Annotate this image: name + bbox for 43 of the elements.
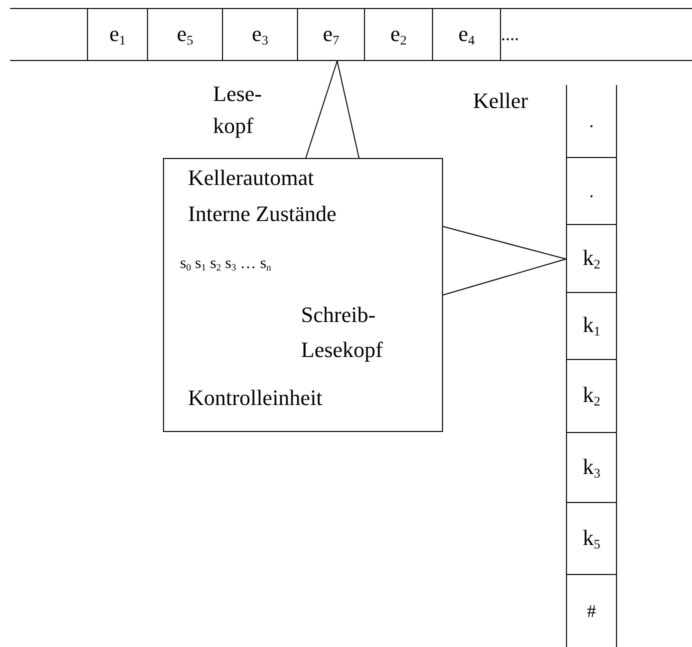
stack-cell: [566, 225, 617, 293]
stack-cell: [566, 360, 617, 433]
box-text: Kellerautomat: [188, 165, 314, 191]
head-line: [305, 60, 338, 158]
stack-symbol: k$_{2}$: [582, 244, 600, 272]
tape-symbol: ....: [501, 24, 519, 45]
box-text: Schreib- Lesekopf: [301, 301, 384, 364]
stack-cell: [566, 503, 617, 575]
box-text: Interne Zustände: [188, 201, 336, 227]
head-line: [442, 258, 566, 296]
tape-cell: [222, 8, 297, 61]
stack-cell: [566, 293, 617, 360]
stack-symbol: k$_{2}$: [582, 382, 600, 410]
stack-cell: [566, 433, 617, 503]
stack-label: Keller: [473, 88, 528, 114]
tape-cell: [297, 8, 364, 61]
tape-symbol: e$_{5}$: [176, 20, 194, 48]
stack-cell: [566, 85, 617, 158]
stack-symbol: .: [589, 110, 594, 132]
head-line: [336, 60, 360, 158]
tape-symbol: e$_{2}$: [390, 20, 407, 48]
tape-cell: [500, 8, 692, 61]
tape-symbol: e$_{3}$: [252, 20, 268, 48]
read-head-label: Lese- kopf: [213, 80, 263, 140]
stack-symbol: k$_{1}$: [582, 312, 600, 340]
state-list: s$_{0}$ s$_{1}$ s$_{2}$ s$_{3}$ … s$_{n}$: [180, 255, 272, 274]
tape-cell: [147, 8, 222, 61]
tape-symbol: e$_{4}$: [458, 20, 475, 48]
tape-symbol: e$_{1}$: [109, 20, 126, 48]
box-text: Kontrolleinheit: [188, 385, 322, 411]
tape-cell: [10, 8, 87, 61]
tape-cell: [87, 8, 147, 61]
control-unit-box: [163, 158, 443, 432]
stack-symbol: k$_{5}$: [582, 524, 600, 552]
stack-symbol: #: [587, 600, 596, 622]
stack-symbol: k$_{3}$: [582, 454, 600, 482]
stack-cell: [566, 575, 617, 647]
head-line: [442, 226, 566, 260]
tape-cell: [432, 8, 500, 61]
stack-cell: [566, 158, 617, 225]
stack-symbol: .: [589, 180, 594, 202]
tape-symbol: e$_{7}$: [322, 20, 340, 48]
tape-cell: [364, 8, 432, 61]
